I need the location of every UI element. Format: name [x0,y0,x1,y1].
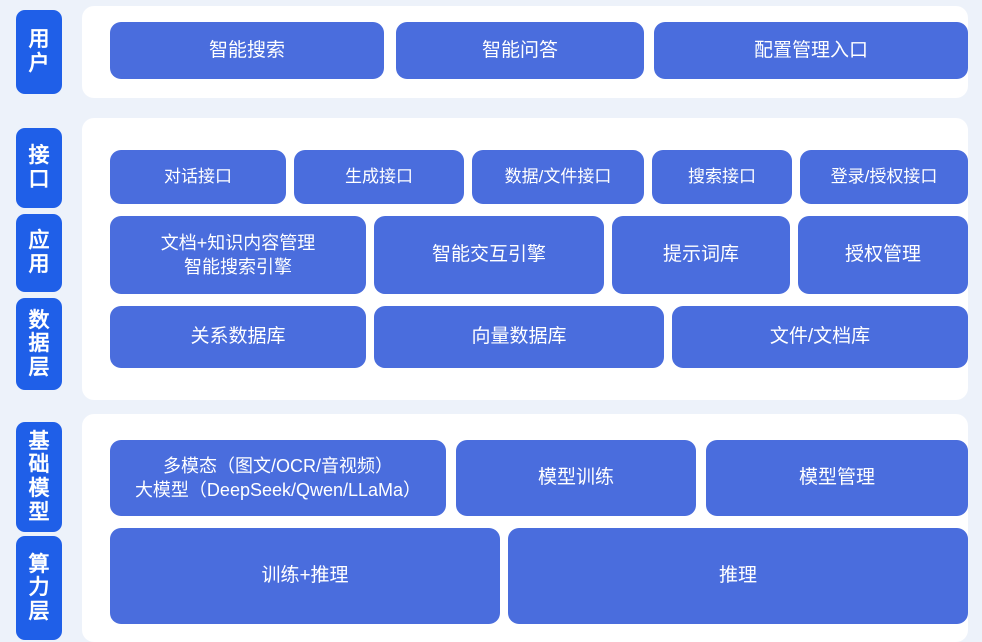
card-multimodal-large-model[interactable]: 多模态（图文/OCR/音视频） 大模型（DeepSeek/Qwen/LLaMa） [110,440,446,516]
card-model-management-label: 模型管理 [798,467,875,489]
card-config-entry[interactable]: 配置管理入口 [654,22,968,79]
layer-tab-user[interactable]: 用户 [16,10,62,94]
card-file-document-store[interactable]: 文件/文档库 [672,306,968,368]
card-inference-label: 推理 [718,565,757,587]
card-relational-database[interactable]: 关系数据库 [110,306,366,368]
card-vector-database-label: 向量数据库 [471,326,567,348]
layer-tab-compute[interactable]: 算力层 [16,536,62,640]
card-inference[interactable]: 推理 [508,528,968,624]
card-model-training-label: 模型训练 [537,467,614,489]
card-authorization-management[interactable]: 授权管理 [798,216,968,294]
card-config-entry-label: 配置管理入口 [753,39,868,61]
layer-tab-data-label: 数据层 [28,308,51,379]
section-platform: 接口 应用 数据层 对话接口 生成接口 数据/文件接口 搜索接口 登录/授权接口… [0,118,982,400]
card-dialog-api-label: 对话接口 [164,166,232,186]
layer-tab-foundation-model[interactable]: 基础模型 [16,422,62,532]
card-relational-database-label: 关系数据库 [190,326,286,348]
card-doc-knowledge-management[interactable]: 文档+知识内容管理 智能搜索引擎 [110,216,366,294]
card-multimodal-large-model-label: 多模态（图文/OCR/音视频） 大模型（DeepSeek/Qwen/LLaMa） [134,455,422,500]
card-login-api-label: 登录/授权接口 [830,166,938,186]
card-data-file-api-label: 数据/文件接口 [504,166,612,186]
layer-tab-interface[interactable]: 接口 [16,128,62,208]
card-generate-api[interactable]: 生成接口 [294,150,464,204]
card-search-api-label: 搜索接口 [688,166,756,186]
card-smart-search-label: 智能搜索 [208,39,285,61]
card-prompt-library[interactable]: 提示词库 [612,216,790,294]
section-infrastructure: 基础模型 算力层 多模态（图文/OCR/音视频） 大模型（DeepSeek/Qw… [0,414,982,642]
card-doc-knowledge-management-label: 文档+知识内容管理 智能搜索引擎 [160,232,316,277]
layer-tab-application[interactable]: 应用 [16,214,62,292]
card-vector-database[interactable]: 向量数据库 [374,306,664,368]
layer-tab-application-label: 应用 [28,229,51,276]
layer-tab-compute-label: 算力层 [28,552,51,623]
section-user: 用户 智能搜索 智能问答 配置管理入口 [0,0,982,104]
card-prompt-library-label: 提示词库 [662,244,739,266]
layer-tab-interface-label: 接口 [28,144,51,191]
card-smart-search[interactable]: 智能搜索 [110,22,384,79]
layer-tab-foundation-model-label: 基础模型 [28,429,51,524]
card-model-training[interactable]: 模型训练 [456,440,696,516]
card-search-api[interactable]: 搜索接口 [652,150,792,204]
layer-tab-user-label: 用户 [28,28,51,75]
card-authorization-management-label: 授权管理 [844,244,921,266]
card-smart-qa[interactable]: 智能问答 [396,22,644,79]
card-login-api[interactable]: 登录/授权接口 [800,150,968,204]
card-interaction-engine-label: 智能交互引擎 [431,244,546,266]
card-model-management[interactable]: 模型管理 [706,440,968,516]
card-training-and-inference[interactable]: 训练+推理 [110,528,500,624]
card-interaction-engine[interactable]: 智能交互引擎 [374,216,604,294]
card-generate-api-label: 生成接口 [345,166,413,186]
card-data-file-api[interactable]: 数据/文件接口 [472,150,644,204]
layer-tab-data[interactable]: 数据层 [16,298,62,390]
card-training-and-inference-label: 训练+推理 [261,565,349,587]
card-file-document-store-label: 文件/文档库 [769,326,871,348]
card-dialog-api[interactable]: 对话接口 [110,150,286,204]
card-smart-qa-label: 智能问答 [481,39,558,61]
